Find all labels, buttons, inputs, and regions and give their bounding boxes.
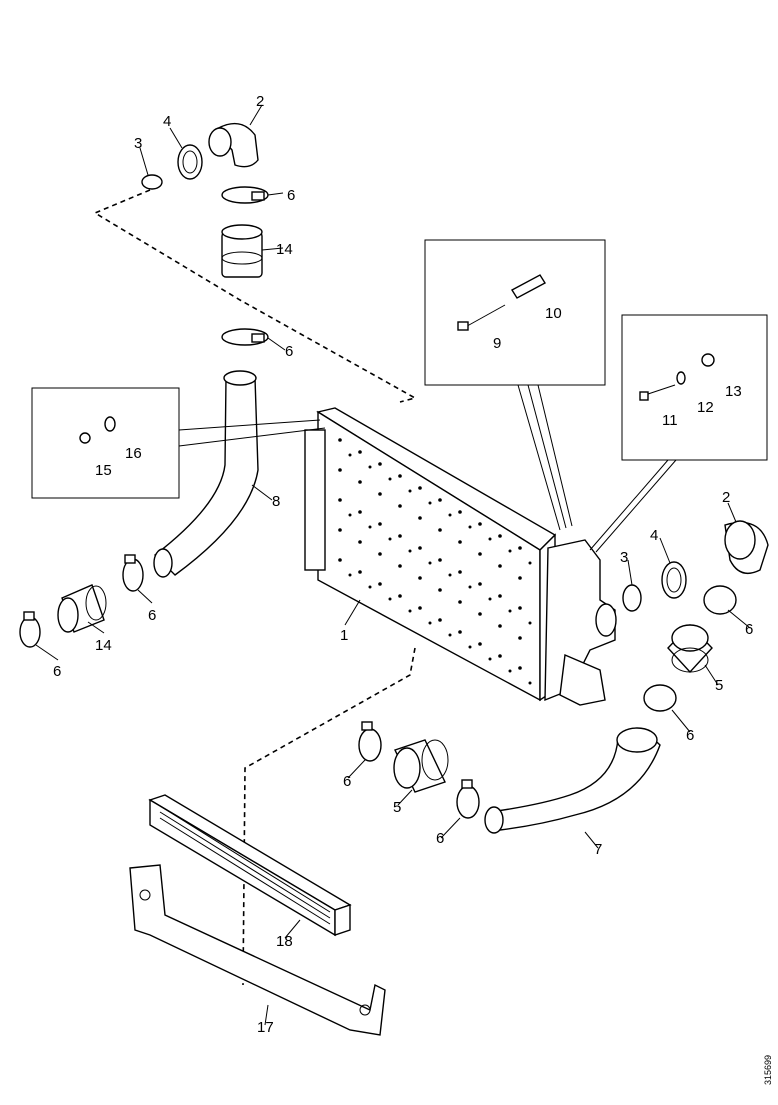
- right-clamp-6b: [643, 684, 677, 712]
- callout-1: 1: [340, 627, 348, 644]
- cooler-18: [148, 794, 352, 937]
- callout-6-right-a: 6: [745, 621, 753, 638]
- callout-9: 9: [493, 335, 501, 352]
- upper-clamp-4: [177, 144, 203, 180]
- callout-2-upper: 2: [256, 93, 264, 110]
- callout-6-lower-b: 6: [436, 830, 444, 847]
- callout-4-right: 4: [650, 527, 658, 544]
- callout-8: 8: [272, 493, 280, 510]
- callout-3-right: 3: [620, 549, 628, 566]
- left-hose-8: [153, 370, 259, 578]
- callout-6-left-a: 6: [148, 607, 156, 624]
- callout-14-upper: 14: [276, 241, 293, 258]
- lower-hose-7: [484, 727, 661, 834]
- leader-lines: [35, 104, 751, 1026]
- callout-5-lower: 5: [393, 799, 401, 816]
- callout-17: 17: [257, 1019, 274, 1036]
- inset-fastener-box-left: [31, 387, 326, 499]
- left-sleeve-14: [57, 584, 107, 633]
- callout-5-right: 5: [715, 677, 723, 694]
- callout-6-right-b: 6: [686, 727, 694, 744]
- callout-labels: 1 2 2 3 3 4 4 5 5 6 6 6 6 6 6 6 6 7 8 9 …: [53, 93, 753, 1036]
- inset-sensor-box: [424, 239, 606, 531]
- callout-12: 12: [697, 399, 714, 416]
- lower-clamp-6b: [358, 721, 382, 762]
- callout-6-lower-a: 6: [343, 773, 351, 790]
- upper-clamp-6: [221, 186, 269, 204]
- callout-2-right: 2: [722, 489, 730, 506]
- callout-3-upper: 3: [134, 135, 142, 152]
- callout-16: 16: [125, 445, 142, 462]
- upper-clamp-6b: [221, 328, 269, 346]
- right-clamp-6: [703, 585, 737, 615]
- bracket-17: [129, 864, 386, 1036]
- upper-sleeve-14: [221, 224, 263, 278]
- intercooler-core: [304, 407, 617, 706]
- left-clamp-6b: [19, 611, 41, 648]
- callout-11: 11: [662, 412, 678, 429]
- callout-14-left: 14: [95, 637, 112, 654]
- left-clamp-6: [122, 554, 144, 592]
- upper-oring-3: [141, 174, 163, 190]
- lower-sleeve-5: [393, 739, 449, 793]
- right-oring-3: [622, 584, 642, 612]
- drawing-reference: 315699: [763, 1055, 773, 1085]
- core-hole-pattern: [338, 438, 532, 685]
- callout-6-upper-b: 6: [285, 343, 293, 360]
- callout-18: 18: [276, 933, 293, 950]
- callout-13: 13: [725, 383, 742, 400]
- inset-fastener-box-right: [589, 314, 768, 553]
- upper-elbow-2: [208, 122, 259, 168]
- callout-10: 10: [545, 305, 562, 322]
- right-elbow-2: [724, 520, 769, 574]
- callout-4-upper: 4: [163, 113, 171, 130]
- callout-6-left-b: 6: [53, 663, 61, 680]
- callout-15: 15: [95, 462, 112, 479]
- callout-6-upper-a: 6: [287, 187, 295, 204]
- right-sleeve-5: [667, 623, 713, 674]
- right-clamp-4: [661, 561, 687, 599]
- callout-7: 7: [594, 841, 602, 858]
- lower-clamp-6: [456, 779, 480, 819]
